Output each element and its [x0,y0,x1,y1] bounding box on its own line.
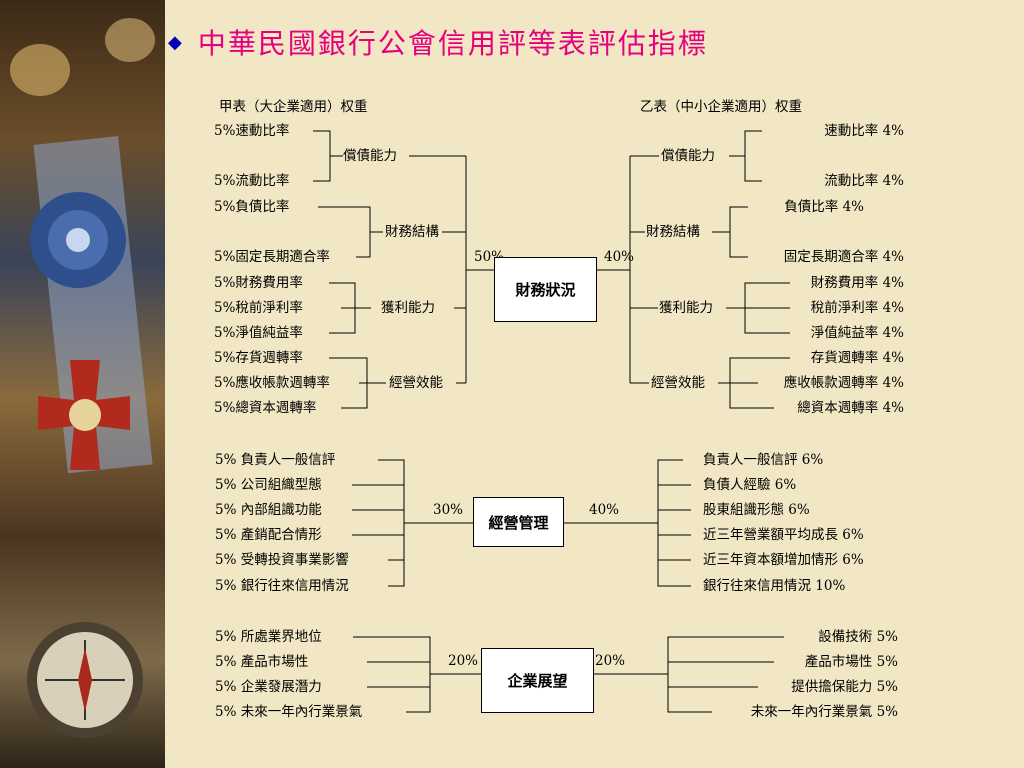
fin-a-item: 5%稅前淨利率 [214,300,303,316]
outlook-b-item: 設備技術 5% [818,629,898,645]
fin-a-item: 5%財務費用率 [214,275,303,291]
fin-b-item: 淨值純益率 4% [810,325,904,341]
mgmt-b-item: 近三年營業額平均成長 6% [703,527,864,543]
fin-b-item: 應收帳款週轉率 4% [783,375,904,391]
mgmt-a-item: 5% 銀行往來信用情況 [215,578,349,594]
box-outlook: 企業展望 [481,648,594,713]
bullet-icon: ◆ [168,31,182,53]
fin-b-item: 負債比率 4% [784,199,864,215]
fin-b-item: 流動比率 4% [824,173,904,189]
fin-a-item: 5%負債比率 [214,199,290,215]
fin-b-group: 經營效能 [651,375,705,391]
outlook-a-item: 5% 產品市場性 [215,654,309,670]
mgmt-a-item: 5% 內部組識功能 [215,502,322,518]
mgmt-b-item: 負責人一般信評 6% [703,452,824,468]
outlook-a-item: 5% 企業發展潛力 [215,679,322,695]
title-row: ◆ 中華民國銀行公會信用評等表評估指標 [168,22,708,62]
mgmt-a-item: 5% 負責人一般信評 [215,452,336,468]
fin-b-item: 速動比率 4% [824,123,904,139]
table-a-title: 甲表（大企業適用）权重 [219,99,368,115]
fin-a-item: 5%存貨週轉率 [214,350,303,366]
fin-b-item: 存貨週轉率 4% [810,350,904,366]
weight-management-a: 30% [433,502,464,518]
outlook-a-item: 5% 所處業界地位 [215,629,322,645]
weight-outlook-b: 20% [595,653,626,669]
fin-a-item: 5%流動比率 [214,173,290,189]
medal-compass-illustration [10,18,155,738]
outlook-b-item: 未來一年內行業景氣 5% [750,704,898,720]
mgmt-b-item: 銀行往來信用情況 10% [703,578,846,594]
outlook-a-item: 5% 未來一年內行業景氣 [215,704,363,720]
fin-a-item: 5%總資本週轉率 [214,400,317,416]
mgmt-a-item: 5% 公司組織型態 [215,477,322,493]
fin-a-group: 獲利能力 [381,300,435,316]
mgmt-b-item: 負債人經驗 6% [703,477,797,493]
fin-b-group: 償債能力 [661,148,715,164]
fin-b-item: 固定長期適合率 4% [783,249,904,265]
fin-a-item: 5%速動比率 [214,123,290,139]
fin-a-group: 財務結構 [385,224,439,240]
outlook-b-item: 提供擔保能力 5% [791,679,898,695]
page-title: 中華民國銀行公會信用評等表評估指標 [197,27,708,60]
fin-a-group: 償債能力 [343,148,397,164]
fin-b-item: 財務費用率 4% [810,275,904,291]
fin-a-item: 5%淨值純益率 [214,325,303,341]
box-financial-status: 財務狀況 [494,257,597,322]
fin-b-item: 總資本週轉率 4% [797,400,904,416]
fin-a-item: 5%固定長期適合率 [214,249,330,265]
mgmt-b-item: 股東組識形態 6% [703,502,810,518]
fin-b-item: 稅前淨利率 4% [810,300,904,316]
mgmt-a-item: 5% 產銷配合情形 [215,527,322,543]
table-b-title: 乙表（中小企業適用）权重 [640,99,802,115]
fin-b-group: 財務結構 [646,224,700,240]
weight-management-b: 40% [589,502,620,518]
outlook-b-item: 產品市場性 5% [804,654,898,670]
decorative-photo [0,0,165,768]
weight-financial-b: 40% [604,249,635,265]
fin-b-group: 獲利能力 [659,300,713,316]
box-management: 經營管理 [473,497,564,547]
fin-a-group: 經營效能 [389,375,443,391]
slide-content [165,0,1024,768]
weight-outlook-a: 20% [448,653,479,669]
mgmt-b-item: 近三年資本額增加情形 6% [703,552,864,568]
mgmt-a-item: 5% 受轉投資事業影響 [215,552,349,568]
fin-a-item: 5%應收帳款週轉率 [214,375,330,391]
